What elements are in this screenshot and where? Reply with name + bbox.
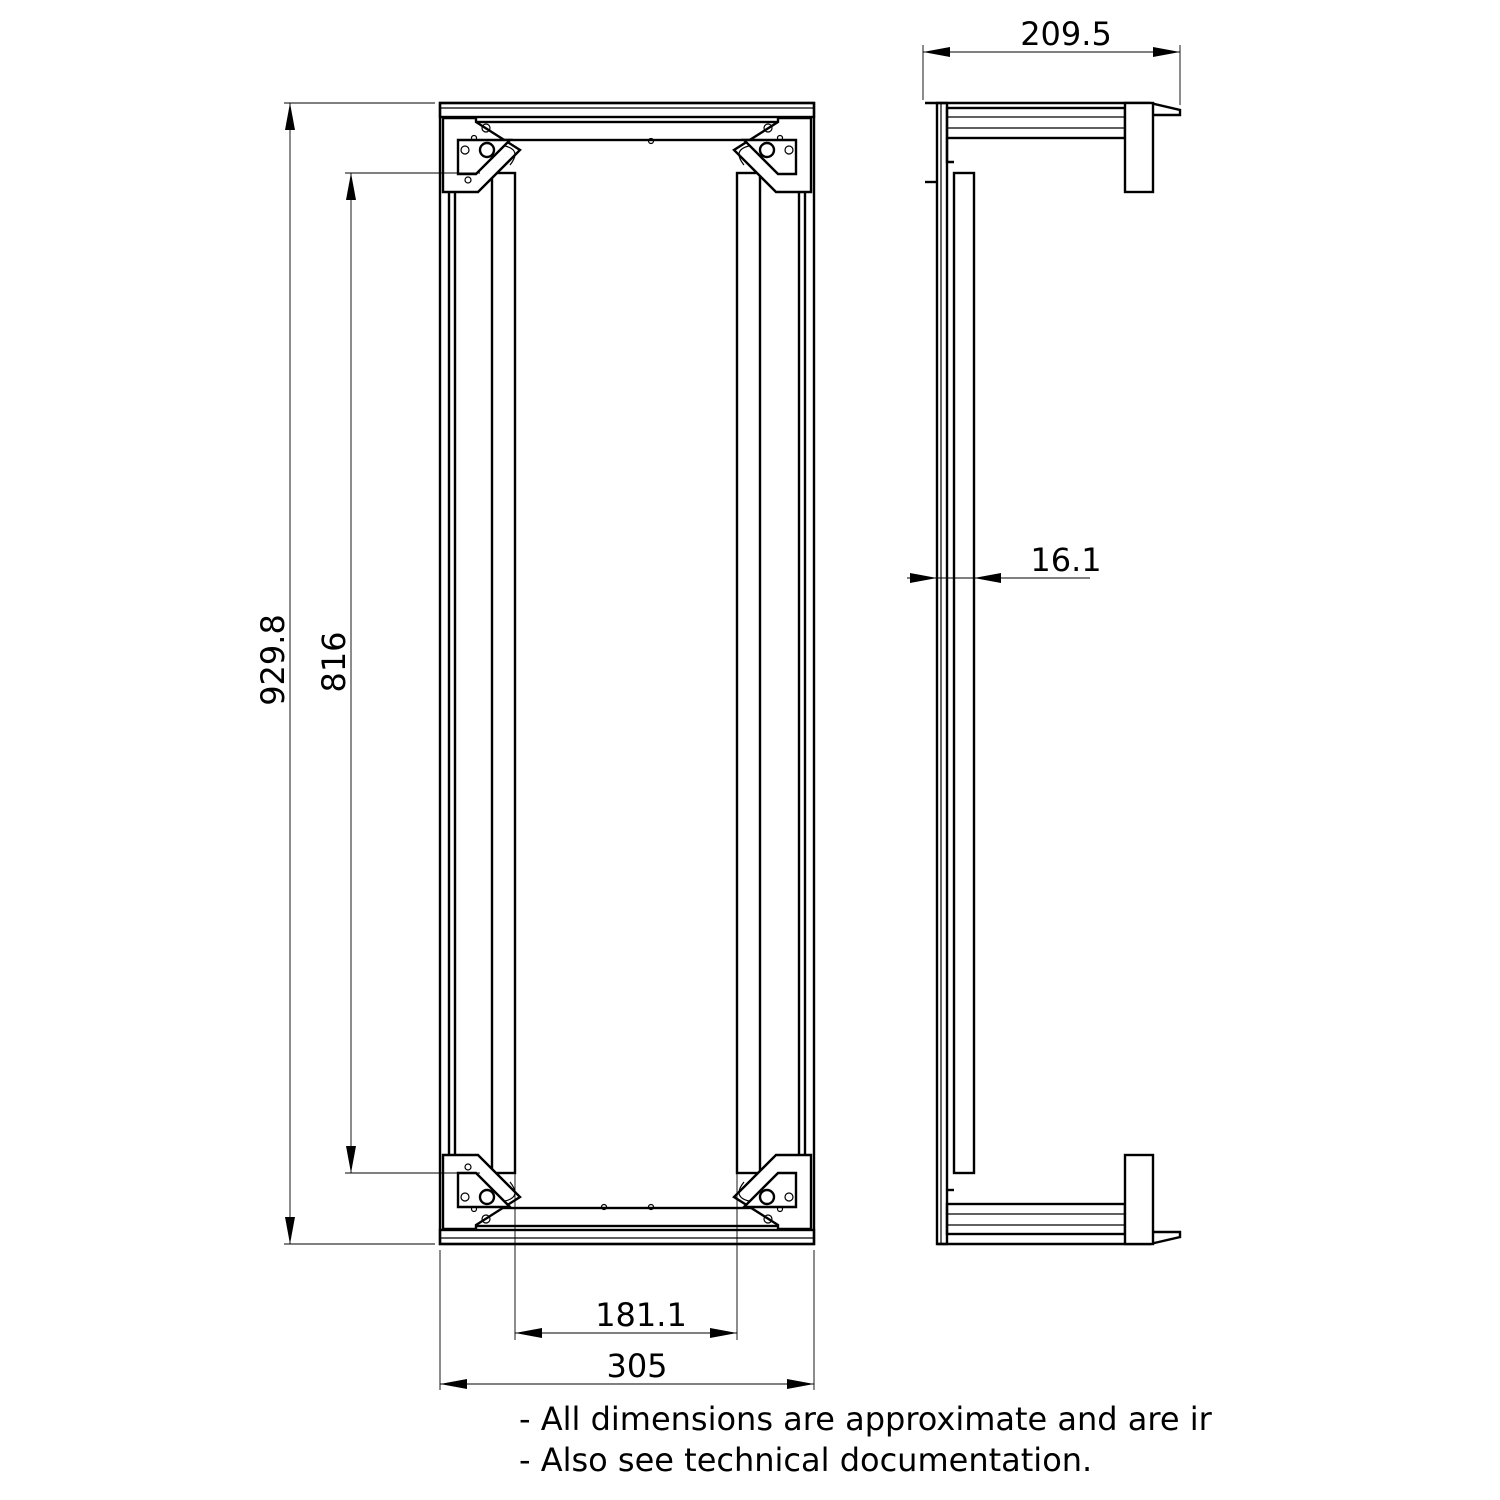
corner-bracket-bottom-left — [441, 1153, 522, 1231]
dimension-overall-height: 929.8 — [254, 102, 435, 1245]
side-block-bottom — [1123, 1153, 1155, 1246]
label-overall-height: 929.8 — [254, 614, 292, 706]
dimension-rail-length: 816 — [315, 172, 480, 1174]
side-block-top — [1123, 101, 1155, 194]
side-view — [925, 101, 1182, 1246]
front-view — [438, 101, 816, 1246]
corner-bracket-top-left — [441, 116, 522, 194]
label-inner-width: 181.1 — [595, 1296, 687, 1334]
frame-outer — [438, 101, 816, 1246]
dimension-profile-thickness: 16.1 — [907, 541, 1102, 583]
corner-bracket-bottom-right — [732, 1153, 813, 1231]
dimension-inner-width: 181.1 — [514, 1173, 738, 1340]
note-line-2: - Also see technical documentation. — [519, 1441, 1092, 1479]
rail-right — [735, 171, 762, 1175]
label-overall-width: 305 — [606, 1347, 667, 1385]
note-line-1: - All dimensions are approximate and are… — [519, 1400, 1213, 1438]
notes: - All dimensions are approximate and are… — [519, 1400, 1213, 1479]
label-profile-thickness: 16.1 — [1030, 541, 1101, 579]
frame-bottom-cap — [438, 1228, 816, 1246]
label-rail-length: 816 — [315, 631, 353, 692]
label-depth: 209.5 — [1020, 15, 1112, 53]
dimension-depth: 209.5 — [922, 15, 1181, 105]
corner-bracket-top-right — [732, 116, 813, 194]
rail-left — [490, 171, 517, 1175]
frame-top-cap — [438, 101, 816, 119]
side-profile — [935, 101, 949, 1246]
side-rail — [952, 171, 976, 1175]
dimension-overall-width: 305 — [439, 1250, 815, 1390]
